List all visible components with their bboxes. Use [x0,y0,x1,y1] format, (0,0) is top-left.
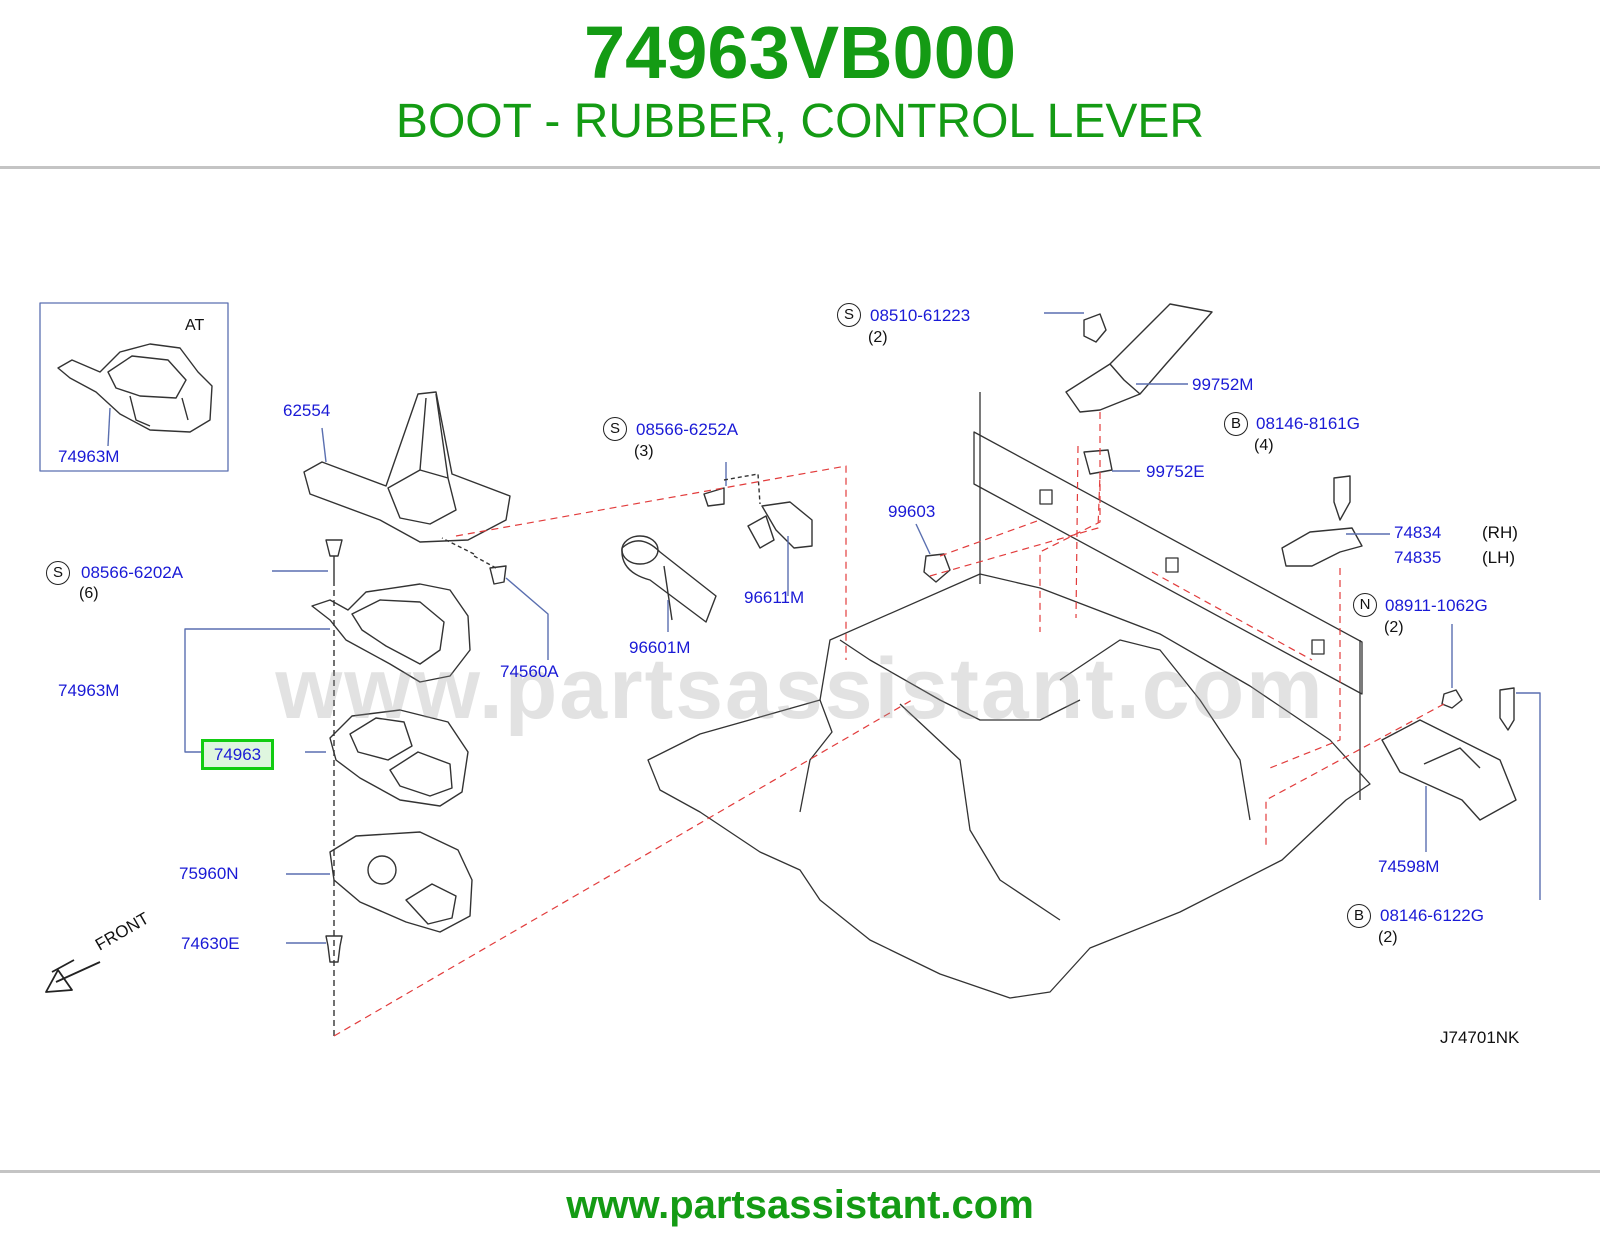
callout-99752e[interactable]: 99752E [1146,462,1205,481]
callout-08146-6122g[interactable]: 08146-6122G [1380,906,1484,925]
boot-62554-part [303,391,511,543]
screw-08566-6202a [272,539,343,586]
canister-96601m-part [621,535,717,632]
grommet-99752e-part [1083,449,1140,475]
floor-panel-body [647,392,1371,999]
callout-96601m[interactable]: 96601M [629,638,691,657]
callout-74598m[interactable]: 74598M [1378,857,1440,876]
callout-74835[interactable]: 74835 [1394,548,1442,567]
clip-74630e-part [286,935,343,963]
symbol-n-circle: N [1353,593,1377,617]
bracket-74598m-part [1381,719,1517,852]
callout-99752m[interactable]: 99752M [1192,375,1254,394]
callout-74834[interactable]: 74834 [1394,523,1442,542]
callout-62554[interactable]: 62554 [283,401,331,420]
quantity-label: (6) [79,585,99,602]
callout-75960n[interactable]: 75960N [179,864,239,883]
front-arrow-icon [45,959,101,993]
part-description: BOOT - RUBBER, CONTROL LEVER [395,95,1205,148]
bolt-08146-6122g-part [1499,687,1541,900]
callout-08146-8161g[interactable]: 08146-8161G [1256,414,1360,433]
callout-08566-6202a[interactable]: 08566-6202A [81,563,184,582]
quantity-label: (3) [634,443,654,460]
symbol-s-circle: S [603,417,627,441]
callout-74630e[interactable]: 74630E [181,934,240,953]
header-divider [0,166,1600,169]
symbol-s-circle: S [837,303,861,327]
footer-divider [0,1170,1600,1173]
quantity-label: (2) [868,329,888,346]
quantity-label: (2) [1378,929,1398,946]
highlighted-part-74963[interactable]: 74963 [201,739,274,770]
callout-08911-1062g[interactable]: 08911-1062G [1385,596,1488,615]
bracket-74834-part [1281,475,1390,567]
callout-08566-6252a[interactable]: 08566-6252A [636,420,739,439]
clip-99603-part [915,523,951,583]
symbol-b-circle: B [1224,412,1248,436]
side-rh-label: (RH) [1482,523,1518,542]
bracket-96611m-part [703,462,813,596]
callout-74560a[interactable]: 74560A [500,662,559,681]
quantity-label: (2) [1384,619,1404,636]
part-number-title: 74963VB000 [583,11,1017,94]
symbol-s-circle: S [46,561,70,585]
plate-74963m-part [311,583,471,683]
panel-75960n-part [286,831,473,933]
footer-website[interactable]: www.partsassistant.com [566,1183,1034,1227]
callout-96611m[interactable]: 96611M [744,588,805,607]
callout-inset-74963m[interactable]: 74963M [58,447,120,466]
symbol-b-circle: B [1347,904,1371,928]
quantity-label: (4) [1254,437,1274,454]
inset-frame [39,302,229,472]
side-lh-label: (LH) [1482,548,1516,567]
red-dashed-leaders [333,412,1445,1037]
callout-74963m[interactable]: 74963M [58,681,120,700]
inset-74963m-part [57,343,213,447]
rubber-boot-74963-part [329,709,469,807]
callout-08510-61223[interactable]: 08510-61223 [870,306,971,325]
screw-74560a [441,537,549,660]
nut-08911-1062g-part [1441,624,1463,709]
callout-99603[interactable]: 99603 [888,502,936,521]
inset-label: AT [185,317,205,334]
diagram-code: J74701NK [1440,1028,1520,1047]
strap-99752m-part [1044,303,1213,413]
